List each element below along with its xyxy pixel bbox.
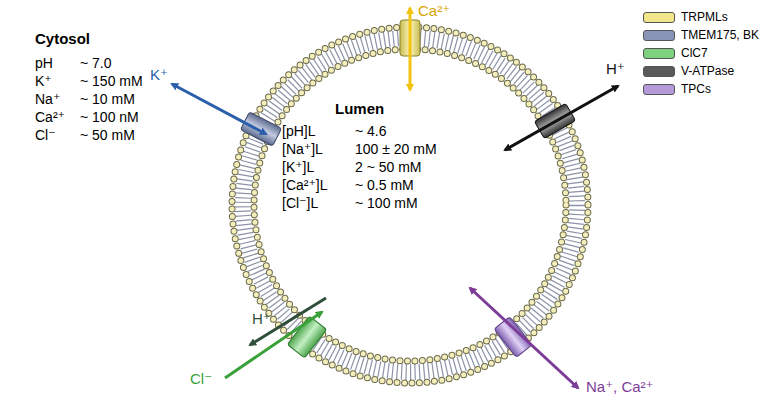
ion-name: [Ca²⁺]L — [282, 177, 355, 193]
ion-concentration: ~ 0.5 mM — [355, 177, 437, 193]
compartment-title: Cytosol — [35, 30, 143, 47]
ion-concentration: ~ 100 nM — [80, 109, 143, 125]
ion-concentration: 2 ~ 50 mM — [355, 159, 437, 175]
ion-label: Cl⁻ — [190, 370, 212, 388]
legend: TRPMLsTMEM175, BK ClC7V-ATPaseTPCs — [643, 8, 759, 98]
legend-swatch — [643, 84, 675, 95]
ion-name: [Cl⁻]L — [282, 195, 355, 211]
ion-concentration: ~ 4.6 — [355, 123, 437, 139]
ion-name: [pH]L — [282, 123, 355, 139]
ion-concentration: 100 ± 20 mM — [355, 141, 437, 157]
legend-row: TMEM175, BK — [643, 26, 759, 44]
legend-row: ClC7 — [643, 44, 759, 62]
ion-label: H⁺ — [252, 310, 271, 328]
legend-text: TRPMLs — [681, 10, 728, 24]
ion-name: Na⁺ — [35, 91, 80, 107]
ion-concentration: ~ 100 mM — [355, 195, 437, 211]
ion-name: K⁺ — [35, 73, 80, 89]
legend-swatch — [643, 66, 675, 77]
lumen-compartment: Lumen [pH]L~ 4.6[Na⁺]L100 ± 20 mM[K⁺]L2 ~… — [230, 25, 590, 385]
ion-label: Ca²⁺ — [418, 2, 450, 20]
legend-text: TMEM175, BK — [681, 28, 759, 42]
ion-name: [K⁺]L — [282, 159, 355, 175]
legend-row: V-ATPase — [643, 62, 759, 80]
legend-swatch — [643, 48, 675, 59]
ion-name: Cl⁻ — [35, 127, 80, 143]
ion-concentration: ~ 150 mM — [80, 73, 143, 89]
legend-row: TRPMLs — [643, 8, 759, 26]
ion-concentration: ~ 10 mM — [80, 91, 143, 107]
ion-concentration: ~ 7.0 — [80, 55, 143, 71]
ion-name: [Na⁺]L — [282, 141, 355, 157]
legend-swatch — [643, 30, 675, 41]
ion-concentration: ~ 50 mM — [80, 127, 143, 143]
legend-text: ClC7 — [681, 46, 708, 60]
legend-row: TPCs — [643, 80, 759, 98]
ion-label: K⁺ — [150, 66, 168, 84]
legend-text: TPCs — [681, 82, 711, 96]
compartment-title: Lumen — [282, 100, 437, 117]
cytosol-table: Cytosol pH~ 7.0K⁺~ 150 mMNa⁺~ 10 mMCa²⁺~ … — [35, 30, 143, 143]
legend-swatch — [643, 12, 675, 23]
ion-name: pH — [35, 55, 80, 71]
legend-text: V-ATPase — [681, 64, 734, 78]
ion-label: Na⁺, Ca²⁺ — [586, 378, 654, 396]
ion-name: Ca²⁺ — [35, 109, 80, 125]
lumen-table: Lumen [pH]L~ 4.6[Na⁺]L100 ± 20 mM[K⁺]L2 ~… — [282, 100, 437, 211]
ion-label: H⁺ — [606, 60, 625, 78]
